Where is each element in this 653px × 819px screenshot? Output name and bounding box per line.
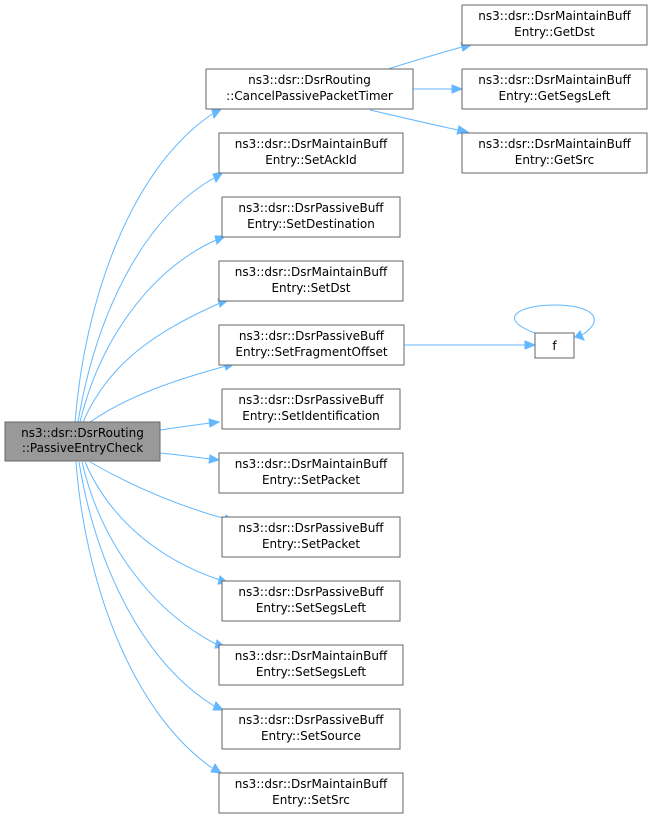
node-box — [218, 324, 405, 366]
node-line1: ns3::dsr::DsrMaintainBuff — [235, 649, 388, 663]
node-box — [218, 260, 404, 302]
node-line1: ns3::dsr::DsrPassiveBuff — [239, 329, 385, 343]
node-line2: ::CancelPassivePacketTimer — [226, 89, 393, 103]
edge-root-to-set-fragment-offset — [89, 365, 227, 423]
edge-root-to-set-segs-left-passive — [84, 461, 221, 581]
arrowhead — [451, 84, 464, 94]
node-line2: Entry::SetDestination — [247, 217, 375, 231]
edge-root-to-set-destination — [79, 239, 217, 423]
edge-root-to-cancel-passive-packet-timer — [74, 113, 213, 423]
edge-cancel-to-get-src — [369, 109, 459, 131]
edge-root-to-set-packet-passive — [89, 461, 227, 520]
node-line1: ns3::dsr::DsrMaintainBuff — [478, 137, 631, 151]
node-line2: Entry::SetSegsLeft — [256, 601, 367, 615]
node-box — [534, 332, 575, 359]
node-box — [221, 708, 401, 750]
node-line2: Entry::SetIdentification — [242, 409, 380, 423]
node-line1: ns3::dsr::DsrMaintainBuff — [235, 777, 388, 791]
arrowhead — [574, 330, 585, 341]
node-set-identification[interactable]: ns3::dsr::DsrPassiveBuff Entry::SetIdent… — [221, 388, 401, 430]
node-get-dst[interactable]: ns3::dsr::DsrMaintainBuff Entry::GetDst — [461, 4, 648, 46]
node-set-fragment-offset[interactable]: ns3::dsr::DsrPassiveBuff Entry::SetFragm… — [218, 324, 405, 366]
node-root-line2: ::PassiveEntryCheck — [22, 441, 143, 455]
arrowhead — [208, 454, 221, 464]
node-box — [205, 68, 414, 110]
node-set-segs-left-maintain[interactable]: ns3::dsr::DsrMaintainBuff Entry::SetSegs… — [218, 644, 404, 686]
node-box — [218, 452, 404, 494]
node-line1: ns3::dsr::DsrMaintainBuff — [478, 73, 631, 87]
node-line2: Entry::SetSource — [261, 729, 361, 743]
arrowhead — [210, 763, 223, 774]
node-set-destination[interactable]: ns3::dsr::DsrPassiveBuff Entry::SetDesti… — [221, 196, 401, 238]
node-line2: Entry::SetSrc — [272, 793, 350, 807]
node-box — [218, 132, 404, 174]
edge-root-to-set-identification — [159, 422, 211, 431]
node-root-line1: ns3::dsr::DsrRouting — [21, 426, 144, 440]
edge-root-to-set-ack-id — [77, 177, 215, 423]
node-line1: ns3::dsr::DsrPassiveBuff — [238, 713, 384, 727]
node-line2: Entry::SetDst — [271, 281, 350, 295]
edge-root-to-set-dst — [82, 302, 221, 423]
edge-f-self-loop — [514, 304, 595, 336]
node-line2: Entry::GetSegsLeft — [499, 89, 611, 103]
edge-root-to-set-segs-left-maintain — [81, 461, 217, 645]
node-set-ack-id[interactable]: ns3::dsr::DsrMaintainBuff Entry::SetAckI… — [218, 132, 404, 174]
node-set-packet-passive[interactable]: ns3::dsr::DsrPassiveBuff Entry::SetPacke… — [221, 516, 401, 558]
node-box — [461, 68, 648, 110]
node-set-dst[interactable]: ns3::dsr::DsrMaintainBuff Entry::SetDst — [218, 260, 404, 302]
arrowhead — [524, 340, 537, 350]
node-set-src[interactable]: ns3::dsr::DsrMaintainBuff Entry::SetSrc — [218, 772, 404, 814]
node-line1: ns3::dsr::DsrPassiveBuff — [238, 585, 384, 599]
node-get-segs-left[interactable]: ns3::dsr::DsrMaintainBuff Entry::GetSegs… — [461, 68, 648, 110]
node-f-label: f — [552, 339, 557, 353]
node-line1: ns3::dsr::DsrMaintainBuff — [235, 265, 388, 279]
edge-cancel-to-get-dst — [387, 46, 463, 70]
node-set-segs-left-passive[interactable]: ns3::dsr::DsrPassiveBuff Entry::SetSegsL… — [221, 580, 401, 622]
arrowhead — [212, 171, 225, 184]
node-line1: ns3::dsr::DsrPassiveBuff — [238, 201, 384, 215]
node-set-packet-maintain[interactable]: ns3::dsr::DsrMaintainBuff Entry::SetPack… — [218, 452, 404, 494]
node-line1: ns3::dsr::DsrPassiveBuff — [238, 521, 384, 535]
node-box — [221, 580, 401, 622]
node-box — [461, 4, 648, 46]
edge-root-to-set-packet-maintain — [159, 452, 211, 460]
node-root-box — [4, 421, 161, 462]
node-box — [218, 644, 404, 686]
edge-root-to-set-source — [78, 461, 215, 707]
node-box — [218, 772, 404, 814]
node-box — [221, 196, 401, 238]
node-box — [221, 516, 401, 558]
node-line2: Entry::GetDst — [514, 25, 595, 39]
arrowhead — [214, 235, 227, 245]
node-line1: ns3::dsr::DsrPassiveBuff — [238, 393, 384, 407]
node-line2: Entry::SetFragmentOffset — [235, 345, 388, 359]
node-line2: Entry::SetPacket — [262, 537, 360, 551]
node-cancel-passive-packet-timer[interactable]: ns3::dsr::DsrRouting ::CancelPassivePack… — [205, 68, 414, 110]
node-get-src[interactable]: ns3::dsr::DsrMaintainBuff Entry::GetSrc — [461, 132, 648, 174]
node-box — [461, 132, 648, 174]
node-line2: Entry::SetPacket — [262, 473, 360, 487]
arrowhead — [212, 701, 225, 711]
node-f[interactable]: f — [534, 332, 575, 359]
node-line2: Entry::GetSrc — [515, 153, 594, 167]
node-line2: Entry::SetSegsLeft — [256, 665, 367, 679]
node-box — [221, 388, 401, 430]
edge-root-to-set-src — [75, 461, 213, 769]
arrowhead — [208, 418, 221, 428]
node-line1: ns3::dsr::DsrMaintainBuff — [235, 457, 388, 471]
node-root[interactable]: ns3::dsr::DsrRouting ::PassiveEntryCheck — [4, 421, 161, 462]
node-line1: ns3::dsr::DsrMaintainBuff — [235, 137, 388, 151]
node-line1: ns3::dsr::DsrMaintainBuff — [478, 9, 631, 23]
node-line2: Entry::SetAckId — [265, 153, 357, 167]
node-line1: ns3::dsr::DsrRouting — [248, 73, 371, 87]
node-set-source[interactable]: ns3::dsr::DsrPassiveBuff Entry::SetSourc… — [221, 708, 401, 750]
